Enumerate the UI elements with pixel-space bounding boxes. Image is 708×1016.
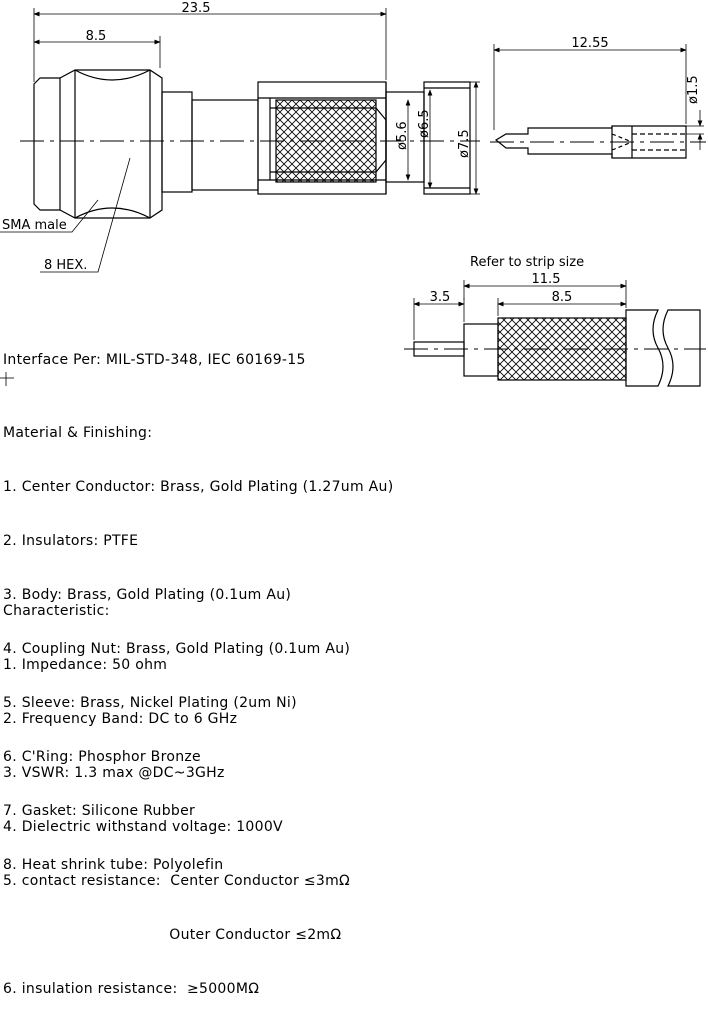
dim-diameter-6-5: ø6.5 (417, 109, 432, 138)
characteristic-item: 1. Impedance: 50 ohm (3, 657, 168, 673)
characteristic-item: 2. Frequency Band: DC to 6 GHz (3, 711, 238, 727)
dim-overall-length: 23.5 (182, 1, 211, 16)
interface-standard: Interface Per: MIL-STD-348, IEC 60169-15 (3, 352, 306, 368)
callout-sma-male: SMA male (2, 218, 67, 233)
dim-pin-diameter: ø1.5 (686, 75, 701, 104)
material-item: 3. Body: Brass, Gold Plating (0.1um Au) (3, 587, 292, 603)
material-item: 5. Sleeve: Brass, Nickel Plating (2um Ni… (3, 695, 297, 711)
dim-strip-11-5: 11.5 (532, 272, 561, 287)
dim-diameter-5-6: ø5.6 (395, 121, 410, 150)
material-item: 4. Coupling Nut: Brass, Gold Plating (0.… (3, 641, 351, 657)
materials-title: Material & Finishing: (3, 425, 153, 441)
connector-drawing: 23.5 8.5 12.55 ø1.5 ø5.6 ø6.5 ø7.5 SMA m… (0, 1, 706, 387)
dim-nut-length: 8.5 (86, 29, 107, 44)
cable-strip-view (413, 309, 701, 387)
dim-strip-8-5: 8.5 (552, 290, 573, 305)
characteristic-item: 3. VSWR: 1.3 max @DC~3GHz (3, 765, 225, 781)
characteristics-title: Characteristic: (3, 603, 110, 619)
characteristics-section: Characteristic: 1. Impedance: 50 ohm 2. … (3, 566, 350, 1016)
material-item: 1. Center Conductor: Brass, Gold Plating… (3, 479, 394, 495)
strip-note: Refer to strip size (470, 255, 584, 270)
characteristic-item: Outer Conductor ≤2mΩ (3, 927, 342, 943)
dim-pin-length: 12.55 (571, 36, 608, 51)
dim-strip-3-5: 3.5 (430, 290, 451, 305)
dim-diameter-7-5: ø7.5 (457, 129, 472, 158)
callout-hex: 8 HEX. (44, 258, 87, 273)
characteristic-item: 4. Dielectric withstand voltage: 1000V (3, 819, 283, 835)
material-item: 2. Insulators: PTFE (3, 533, 139, 549)
characteristic-item: 6. insulation resistance: ≥5000MΩ (3, 981, 260, 997)
characteristic-item: 5. contact resistance: Center Conductor … (3, 873, 351, 889)
